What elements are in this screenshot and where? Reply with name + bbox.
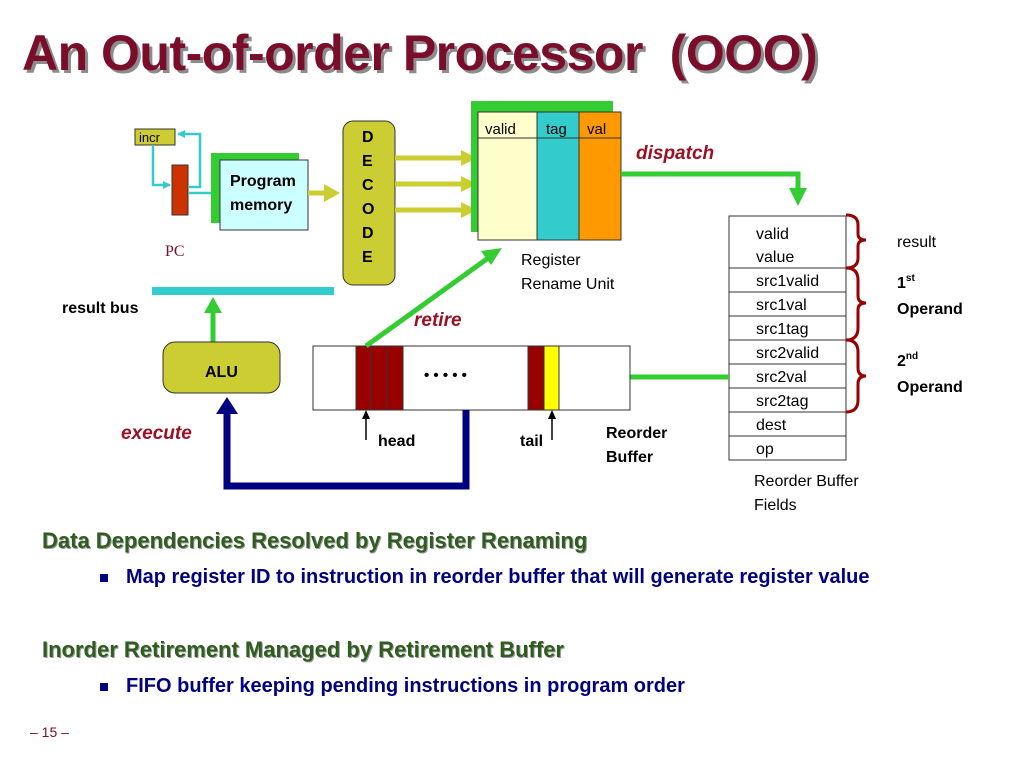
pc-register — [171, 164, 189, 216]
heading-inorder-retirement: Inorder Retirement Managed by Retirement… — [42, 637, 564, 662]
decode-to-rename-arrows — [395, 150, 477, 218]
rob-entry-free — [543, 345, 560, 411]
bullet-text: Map register ID to instruction in reorde… — [126, 566, 870, 588]
rob-entry-tail — [527, 345, 545, 411]
rename-unit-label-1: Register — [521, 252, 581, 269]
operand1-word: Operand — [897, 301, 963, 318]
rob-field-op: op — [756, 441, 774, 458]
operand1-bracket — [845, 266, 867, 342]
operand2-bracket — [845, 338, 867, 414]
result-bracket — [845, 213, 867, 270]
rename-header-tag: tag — [546, 121, 567, 138]
head-label: head — [378, 433, 415, 450]
execute-path: execute — [121, 397, 470, 490]
decode-letter-1: D — [362, 129, 374, 146]
rob-entry-2 — [370, 345, 388, 411]
decode-unit: D E C O D E — [342, 120, 396, 286]
rename-unit-label-2: Rename Unit — [521, 276, 615, 293]
program-memory-label-1: Program — [230, 173, 296, 190]
incr-to-pc-wire — [151, 145, 171, 189]
rob-fields-caption-1: Reorder Buffer — [754, 473, 859, 490]
bullet-square-icon — [100, 683, 108, 691]
rob-entry-1 — [355, 345, 372, 411]
rob-field-dest: dest — [756, 417, 787, 434]
bullet-square-icon — [100, 574, 108, 582]
operand1-label: 1st — [897, 273, 915, 292]
tail-label: tail — [520, 433, 543, 450]
rob-ellipsis: • • • • • — [424, 367, 467, 384]
alu: ALU — [162, 341, 281, 394]
pc-to-incr-wire — [177, 130, 202, 189]
decode-letter-3: C — [362, 177, 374, 194]
operand2-label: 2nd — [897, 351, 918, 370]
rob-field-src1valid: src1valid — [756, 273, 819, 290]
result-bus: result bus — [62, 287, 334, 317]
retire-arrow: retire — [364, 248, 502, 349]
decode-letter-5: D — [362, 225, 374, 242]
rename-val-column — [578, 111, 622, 241]
rob-fields-table: valid value src1valid src1val src1tag sr… — [728, 215, 859, 514]
program-memory-label-2: memory — [230, 197, 292, 214]
dispatch-arrow: dispatch — [621, 143, 807, 206]
ooo-diagram: incr PC Program memory D E C O D E — [62, 101, 963, 514]
incr-box — [134, 128, 176, 146]
rob-field-valid: valid — [756, 226, 789, 243]
rob-field-value: value — [756, 249, 794, 266]
rob-entry-3 — [386, 345, 404, 411]
register-rename-unit: valid tag val Register Rename Unit — [471, 101, 622, 293]
rob-field-src2val: src2val — [756, 369, 807, 386]
operand2-word: Operand — [897, 379, 963, 396]
rob-field-src1tag: src1tag — [756, 321, 808, 338]
rename-header-val: val — [587, 121, 606, 138]
result-bus-label: result bus — [62, 300, 139, 317]
rob-field-src2valid: src2valid — [756, 345, 819, 362]
bullet-fifo-buffer: FIFO buffer keeping pending instructions… — [100, 673, 980, 699]
rob-field-src2tag: src2tag — [756, 393, 808, 410]
page-number: – 15 – — [30, 724, 69, 740]
rob-field-src1val: src1val — [756, 297, 807, 314]
bullet-text: FIFO buffer keeping pending instructions… — [126, 675, 685, 697]
dispatch-label: dispatch — [636, 143, 714, 164]
incr-label: incr — [139, 130, 161, 145]
execute-label: execute — [121, 423, 192, 444]
reorder-buffer: • • • • • head tail Reorder Buffer — [312, 345, 667, 466]
decode-letter-2: E — [362, 153, 373, 170]
decode-letter-6: E — [362, 249, 373, 266]
program-memory: Program memory — [211, 153, 309, 231]
rename-header-valid: valid — [485, 121, 516, 138]
reorder-buffer-label-1: Reorder — [606, 425, 667, 442]
pc-loop: incr PC — [134, 128, 219, 260]
reorder-buffer-label-2: Buffer — [606, 449, 653, 466]
bullet-register-renaming: Map register ID to instruction in reorde… — [100, 564, 980, 590]
heading-register-renaming: Data Dependencies Resolved by Register R… — [42, 528, 588, 553]
alu-to-bus-arrow — [204, 297, 222, 342]
decode-letter-4: O — [362, 201, 374, 218]
result-group-label: result — [897, 234, 937, 251]
field-brackets — [845, 213, 867, 414]
retire-label: retire — [414, 310, 462, 331]
rob-fields-caption-2: Fields — [754, 497, 797, 514]
pc-label: PC — [165, 243, 185, 260]
alu-label: ALU — [205, 364, 238, 381]
slide-title: An Out-of-order Processor (OOO) — [22, 25, 818, 81]
